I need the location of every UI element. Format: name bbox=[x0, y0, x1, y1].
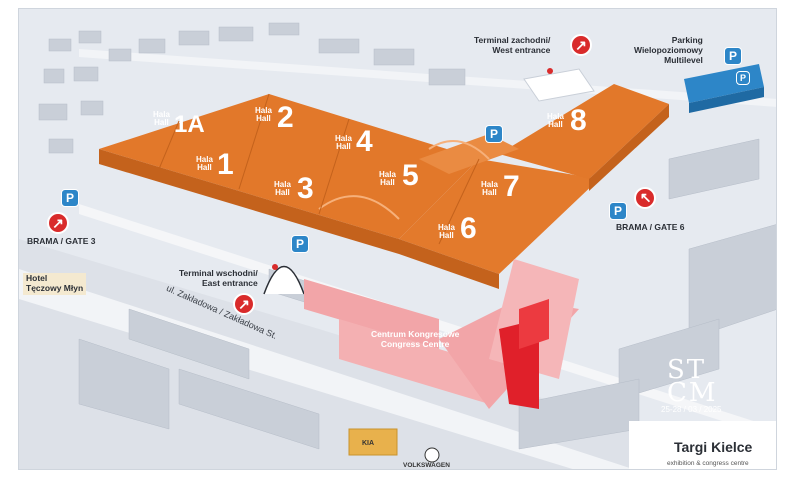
hall-5-number: 5 bbox=[402, 159, 419, 192]
gate-6-label: BRAMA / GATE 6 bbox=[616, 222, 685, 232]
exhibition-halls bbox=[99, 84, 669, 289]
hall-7-number: 7 bbox=[503, 170, 520, 203]
parking-icon[interactable]: P bbox=[61, 189, 79, 207]
background-buildings bbox=[38, 22, 776, 450]
venue-map-drawing bbox=[19, 9, 776, 469]
parking-icon[interactable]: P bbox=[609, 202, 627, 220]
zakladowa-road bbox=[19, 269, 633, 469]
west-terminal bbox=[523, 68, 595, 102]
brand-name: Targi Kielce bbox=[674, 439, 753, 455]
volkswagen-label: VOLKSWAGEN bbox=[403, 462, 450, 469]
hall-8-number: 8 bbox=[570, 104, 587, 137]
terminal-east-label: Terminal wschodni/East entrance bbox=[179, 268, 258, 288]
stcm-event-logo: ST CM bbox=[667, 355, 718, 409]
east-entrance-arrow-icon[interactable]: ↗ bbox=[233, 293, 255, 315]
parking-icon[interactable]: P bbox=[485, 125, 503, 143]
event-dates: 25-28 / 03 / 2025 bbox=[661, 405, 722, 414]
brand-box bbox=[629, 421, 776, 469]
hall-1a-number: 1A bbox=[174, 111, 205, 138]
hall-4-number: 4 bbox=[356, 125, 373, 158]
gate-3-label: BRAMA / GATE 3 bbox=[27, 236, 96, 246]
kia-label: KIA bbox=[362, 440, 375, 447]
hall-2-number: 2 bbox=[277, 101, 294, 134]
east-terminal bbox=[263, 264, 305, 295]
brand-tagline: exhibition & congress centre bbox=[667, 460, 749, 467]
terminal-west-label: Terminal zachodni/West entrance bbox=[474, 35, 551, 55]
parking-icon[interactable]: P bbox=[736, 71, 750, 85]
west-entrance-arrow-icon[interactable]: ↗ bbox=[570, 34, 592, 56]
hall-6-number: 6 bbox=[460, 212, 477, 245]
hall-3-number: 3 bbox=[297, 172, 314, 205]
hall-1-number: 1 bbox=[217, 148, 234, 181]
parking-icon[interactable]: P bbox=[291, 235, 309, 253]
congress-centre bbox=[304, 259, 579, 409]
parking-multilevel-icon[interactable]: P bbox=[724, 47, 742, 65]
gate-3-arrow-icon[interactable]: ↗ bbox=[47, 212, 69, 234]
kia-building bbox=[348, 428, 398, 456]
gate-6-arrow-icon[interactable]: ↗ bbox=[634, 187, 656, 209]
volkswagen-logo bbox=[424, 447, 440, 463]
